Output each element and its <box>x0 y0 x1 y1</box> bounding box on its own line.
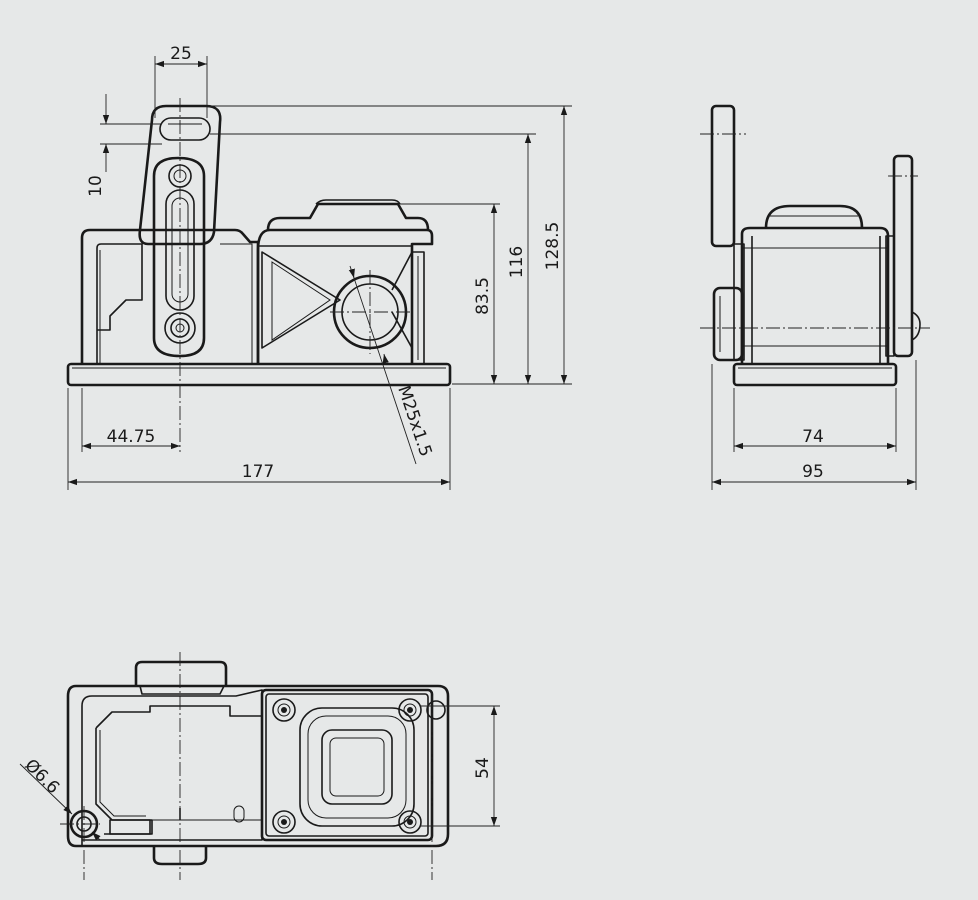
dim-thread: M25x1.5 <box>393 383 435 459</box>
dim-hole-spacing: 74 <box>802 427 824 447</box>
dim-hole-diameter: Ø6.6 <box>20 755 63 798</box>
dim-height-b: 116 <box>507 246 527 278</box>
dim-lever-width: 25 <box>170 44 192 64</box>
dim-height-a: 83.5 <box>473 277 493 315</box>
top-view: 54 Ø6.6 <box>19 652 500 880</box>
dim-axis-offset: 44.75 <box>107 427 156 447</box>
screw-top-right <box>398 698 422 722</box>
dim-hole-pitch: 54 <box>473 757 493 779</box>
dim-total-length: 177 <box>242 462 274 482</box>
screw-top-left <box>272 698 296 722</box>
dim-total-width: 95 <box>802 462 824 482</box>
side-view: 74 95 <box>700 104 930 490</box>
screw-bottom-right <box>398 810 422 834</box>
front-view: 25 10 83.5 116 128.5 M25x1.5 44.75 <box>66 44 572 490</box>
dim-height-c: 128.5 <box>543 222 563 271</box>
screw-bottom-left <box>272 810 296 834</box>
dim-slot-offset: 10 <box>86 175 106 197</box>
